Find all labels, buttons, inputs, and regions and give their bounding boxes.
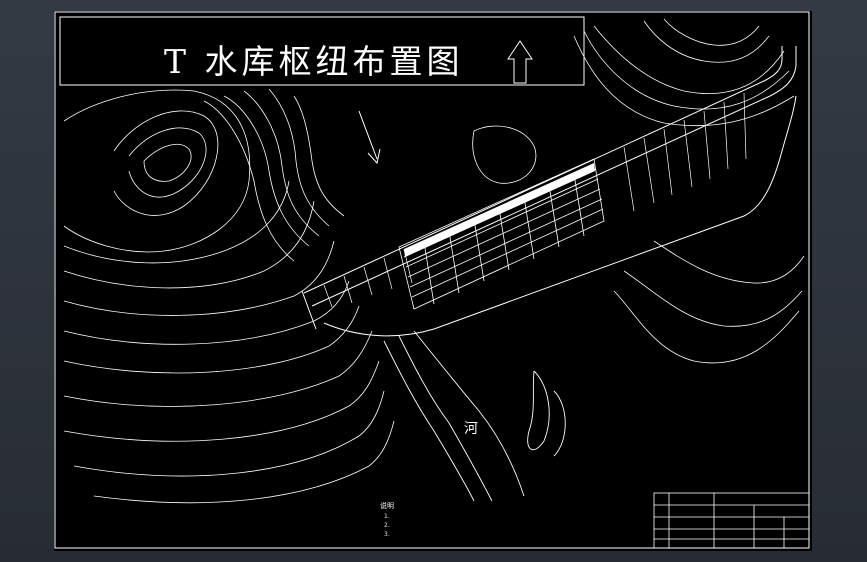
contour-lines xyxy=(63,88,395,504)
title-block xyxy=(653,492,810,549)
notes-heading: 说明 xyxy=(380,502,394,510)
dam-hatching xyxy=(323,92,747,308)
spillway xyxy=(398,158,605,310)
drawing-title: T 水库枢纽布置图 xyxy=(164,42,464,81)
contour-lines-right xyxy=(472,18,805,364)
note-item: 2. xyxy=(384,522,390,529)
layout-drawing xyxy=(54,11,810,549)
dam-axis xyxy=(301,46,797,337)
title-box xyxy=(59,16,585,86)
flow-direction-arrow-icon xyxy=(358,110,381,165)
river xyxy=(383,330,566,502)
note-item: 1. xyxy=(384,513,390,520)
north-arrow-icon xyxy=(507,40,533,84)
river-label: 河 xyxy=(464,421,478,437)
note-item: 3. xyxy=(384,531,390,538)
drawing-sheet: T 水库枢纽布置图 河 说明 1. 2. 3. xyxy=(54,11,812,551)
spillway-gates xyxy=(404,163,595,257)
sheet-border xyxy=(54,11,810,549)
